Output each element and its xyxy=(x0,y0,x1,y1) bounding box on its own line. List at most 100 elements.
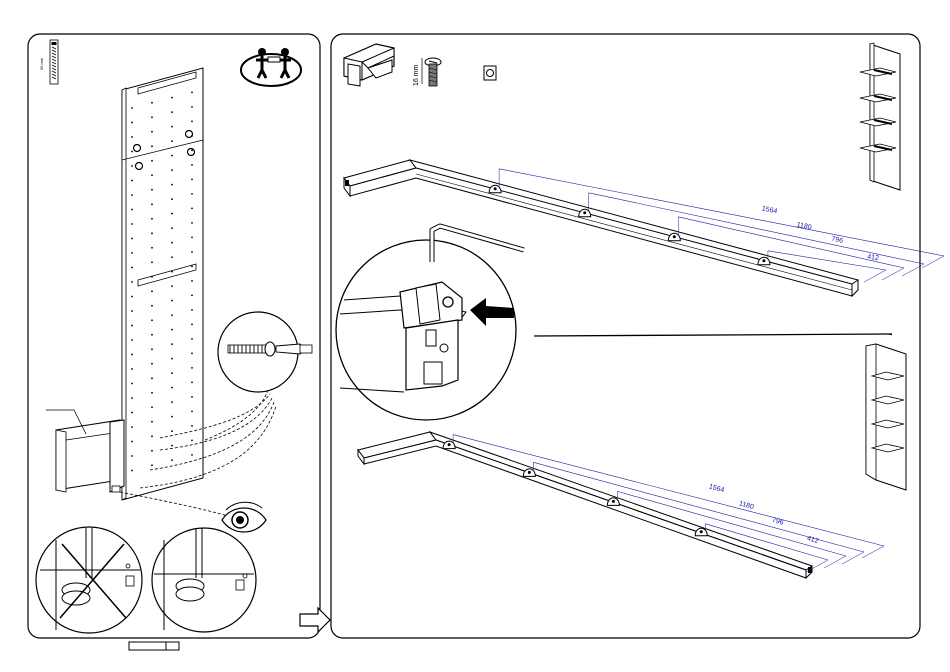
dimension-tick xyxy=(864,270,886,282)
panel-hole-dot xyxy=(191,135,193,137)
panel-hole-dot xyxy=(191,454,193,456)
panel-hole-dot xyxy=(151,290,153,292)
panel-hole-dot xyxy=(131,310,133,312)
panel-hole-dot xyxy=(131,180,133,182)
panel-hole-dot xyxy=(131,412,133,414)
panel-hole-dot xyxy=(191,237,193,239)
panel-hole-dot xyxy=(131,426,133,428)
panel-hole-dot xyxy=(191,382,193,384)
panel-hole-dot xyxy=(171,445,173,447)
panel-hole-dot xyxy=(171,111,173,113)
panel-hole-dot xyxy=(151,363,153,365)
plinth-base xyxy=(46,410,124,492)
panel-hole-dot xyxy=(171,271,173,273)
panel-hole-dot xyxy=(131,339,133,341)
panel-hole-dot xyxy=(131,151,133,153)
panel-hole-dot xyxy=(171,184,173,186)
leveling-foot-correct-detail xyxy=(152,528,256,632)
panel-hole-dot xyxy=(131,252,133,254)
panel-hole-dot xyxy=(171,169,173,171)
left-panel: 35 mm xyxy=(28,34,320,650)
panel-hole-dot xyxy=(191,324,193,326)
panel-hole-dot xyxy=(131,107,133,109)
panel-hole-dot xyxy=(191,367,193,369)
panel-hole-dot xyxy=(171,459,173,461)
panel-hole-dot xyxy=(191,425,193,427)
dimension-tick xyxy=(824,556,846,568)
rail-clip-screw xyxy=(583,211,586,214)
panel-hole-dot xyxy=(151,145,153,147)
panel-hole-dot xyxy=(191,164,193,166)
panel-hole-dot xyxy=(151,392,153,394)
panel-hole-dot xyxy=(131,194,133,196)
dimension-tick xyxy=(922,256,944,268)
tall-side-panel xyxy=(122,68,203,500)
panel-hole-dot xyxy=(191,208,193,210)
panel-hole-dot xyxy=(171,256,173,258)
shelf-unit-thumbnail-top xyxy=(860,43,900,190)
panel-hole-dot xyxy=(131,325,133,327)
dimension-tick xyxy=(902,264,924,276)
panel-hole-dot xyxy=(131,368,133,370)
panel-hole-dot xyxy=(131,122,133,124)
panel-hole-dot xyxy=(151,421,153,423)
shelf-bracket-icon xyxy=(344,44,394,86)
panel-hole-dot xyxy=(131,455,133,457)
dimension-tick xyxy=(842,552,864,564)
rail-bottom-dimension-lines: 15641180796412 xyxy=(453,435,884,572)
rail-clip-screw xyxy=(448,443,451,446)
panel-hole-dot xyxy=(191,121,193,123)
panel-hole-dot xyxy=(131,470,133,472)
rail-clip-screw xyxy=(494,187,497,190)
panel-hole-dot xyxy=(171,401,173,403)
rail-clip-screw xyxy=(528,471,531,474)
panel-hole-dot xyxy=(131,281,133,283)
panel-hole-dot xyxy=(191,106,193,108)
allen-key-detail-callout xyxy=(336,226,892,420)
panel-hole-dot xyxy=(191,193,193,195)
panel-hole-dot xyxy=(171,198,173,200)
rail-clip-screw xyxy=(673,235,676,238)
panel-hole-dot xyxy=(191,353,193,355)
panel-hole-dot xyxy=(151,377,153,379)
panel-hole-dot xyxy=(151,116,153,118)
panel-hole-dot xyxy=(171,242,173,244)
panel-hole-dot xyxy=(131,209,133,211)
panel-hole-dot xyxy=(151,435,153,437)
panel-hole-dot xyxy=(151,319,153,321)
panel-hole-dot xyxy=(131,267,133,269)
panel-hole-dot xyxy=(151,261,153,263)
screw-16mm-label: 16 mm xyxy=(413,64,420,86)
eye-inspect-icon xyxy=(222,502,266,532)
panel-hole-dot xyxy=(191,179,193,181)
panel-hole-dot xyxy=(151,247,153,249)
panel-hole-dot xyxy=(171,140,173,142)
panel-hole-dot xyxy=(191,309,193,311)
panel-hole-dot xyxy=(171,155,173,157)
two-person-lift-icon xyxy=(241,48,301,86)
panel-hole-dot xyxy=(171,213,173,215)
panel-hole-dot xyxy=(171,300,173,302)
panel-hole-dot xyxy=(171,416,173,418)
panel-hole-dot xyxy=(191,92,193,94)
panel-hole-dot xyxy=(151,160,153,162)
panel-hole-dot xyxy=(191,396,193,398)
screw-icon: 16 mm xyxy=(413,58,441,86)
panel-hole-dot xyxy=(151,102,153,104)
square-nut-icon xyxy=(484,66,496,80)
dimension-label: 796 xyxy=(831,236,844,245)
panel-hole-dot xyxy=(151,406,153,408)
panel-hole-dot xyxy=(171,329,173,331)
panel-hole-dot xyxy=(151,334,153,336)
dimension-label: 1180 xyxy=(738,500,754,511)
panel-hole-dot xyxy=(131,223,133,225)
panel-hole-dot xyxy=(131,383,133,385)
panel-hole-dot xyxy=(191,440,193,442)
dimension-label: 1564 xyxy=(708,483,725,494)
panel-hole-dot xyxy=(191,222,193,224)
screw-length-label: 35 mm xyxy=(39,57,44,70)
panel-hole-dot xyxy=(171,97,173,99)
panel-hole-dot xyxy=(131,238,133,240)
panel-hole-dot xyxy=(171,126,173,128)
